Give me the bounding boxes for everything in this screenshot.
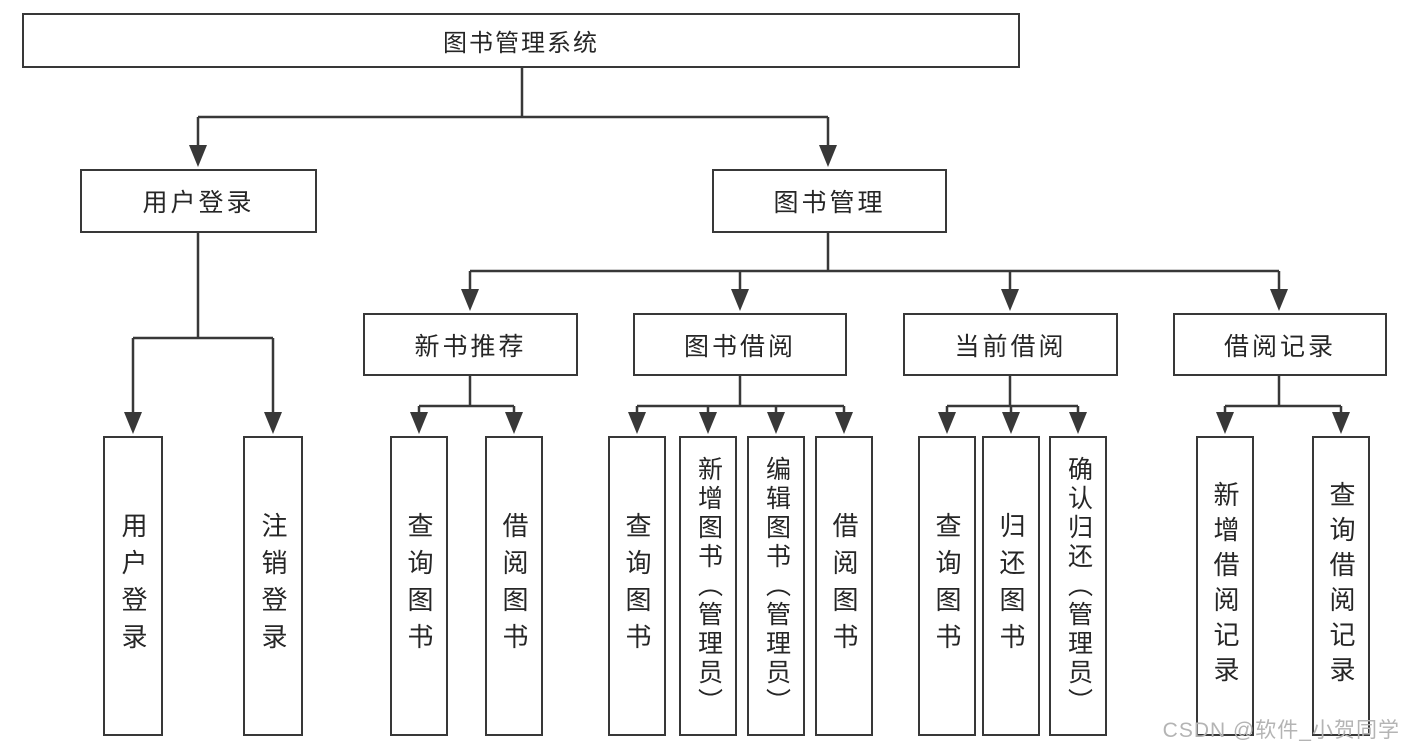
- node-label: 用户登录: [142, 189, 255, 217]
- node-label: 图书管理系统: [443, 30, 599, 57]
- node-label: 用户登录: [118, 512, 148, 660]
- leaf-br-query-borrow-record: 查询借阅记录: [1312, 436, 1370, 736]
- arrowhead: [699, 412, 717, 434]
- node-label: 新增图书（管理员）: [694, 455, 723, 717]
- node-label: 查询图书: [404, 512, 434, 660]
- arrowhead: [505, 412, 523, 434]
- arrowhead: [1332, 412, 1350, 434]
- arrowhead: [410, 412, 428, 434]
- node-label: 图书管理: [773, 189, 886, 217]
- leaf-logout: 注销登录: [243, 436, 303, 736]
- leaf-cb-return-books: 归还图书: [982, 436, 1040, 736]
- node-book-borrowing: 图书借阅: [633, 313, 847, 376]
- arrowhead: [819, 145, 837, 167]
- node-user-login: 用户登录: [80, 169, 317, 233]
- arrowhead: [731, 289, 749, 311]
- node-borrow-records: 借阅记录: [1173, 313, 1387, 376]
- node-label: 归还图书: [996, 512, 1026, 660]
- leaf-bb-add-books-admin: 新增图书（管理员）: [679, 436, 737, 736]
- node-current-borrowing: 当前借阅: [903, 313, 1118, 376]
- watermark-text: CSDN @软件_小贺同学: [1162, 719, 1400, 742]
- arrowhead: [628, 412, 646, 434]
- leaf-cb-query-books: 查询图书: [918, 436, 976, 736]
- connector-book-borrowing-to-leaves: [628, 376, 853, 434]
- leaf-bb-query-books: 查询图书: [608, 436, 666, 736]
- arrowhead: [124, 412, 142, 434]
- node-label: 查询图书: [932, 512, 962, 660]
- node-label: 借阅图书: [829, 512, 859, 660]
- node-label: 借阅图书: [499, 512, 529, 660]
- node-label: 查询借阅记录: [1326, 481, 1356, 691]
- node-label: 当前借阅: [954, 332, 1067, 361]
- arrowhead: [767, 412, 785, 434]
- node-label: 图书借阅: [683, 332, 796, 361]
- leaf-nbr-query-books: 查询图书: [390, 436, 448, 736]
- node-label: 编辑图书（管理员）: [762, 455, 791, 717]
- connector-user-login-to-leaves: [124, 233, 282, 434]
- node-new-book-recommend: 新书推荐: [363, 313, 578, 376]
- arrowhead: [1001, 289, 1019, 311]
- node-book-management: 图书管理: [712, 169, 947, 233]
- connector-borrow-records-to-leaves: [1216, 376, 1350, 434]
- arrowhead: [835, 412, 853, 434]
- arrowhead: [1216, 412, 1234, 434]
- arrowhead: [189, 145, 207, 167]
- node-label: 借阅记录: [1223, 332, 1336, 361]
- node-label: 新增借阅记录: [1210, 481, 1240, 691]
- node-label: 新书推荐: [414, 332, 527, 361]
- node-label: 查询图书: [622, 512, 652, 660]
- arrowhead: [264, 412, 282, 434]
- leaf-bb-borrow-books: 借阅图书: [815, 436, 873, 736]
- arrowhead: [1002, 412, 1020, 434]
- arrowhead: [1069, 412, 1087, 434]
- leaf-br-add-borrow-record: 新增借阅记录: [1196, 436, 1254, 736]
- connector-new-book-recommend-to-leaves: [410, 376, 523, 434]
- arrowhead: [938, 412, 956, 434]
- arrowhead: [1270, 289, 1288, 311]
- connector-root-to-level2: [189, 68, 837, 167]
- arrowhead: [461, 289, 479, 311]
- leaf-bb-edit-books-admin: 编辑图书（管理员）: [747, 436, 805, 736]
- connector-book-management-to-level3: [461, 233, 1288, 311]
- leaf-nbr-borrow-books: 借阅图书: [485, 436, 543, 736]
- node-library-management-system: 图书管理系统: [22, 13, 1020, 68]
- connector-current-borrowing-to-leaves: [938, 376, 1087, 434]
- node-label: 确认归还（管理员）: [1064, 455, 1093, 717]
- leaf-cb-confirm-return-admin: 确认归还（管理员）: [1049, 436, 1107, 736]
- leaf-user-login: 用户登录: [103, 436, 163, 736]
- node-label: 注销登录: [258, 512, 288, 660]
